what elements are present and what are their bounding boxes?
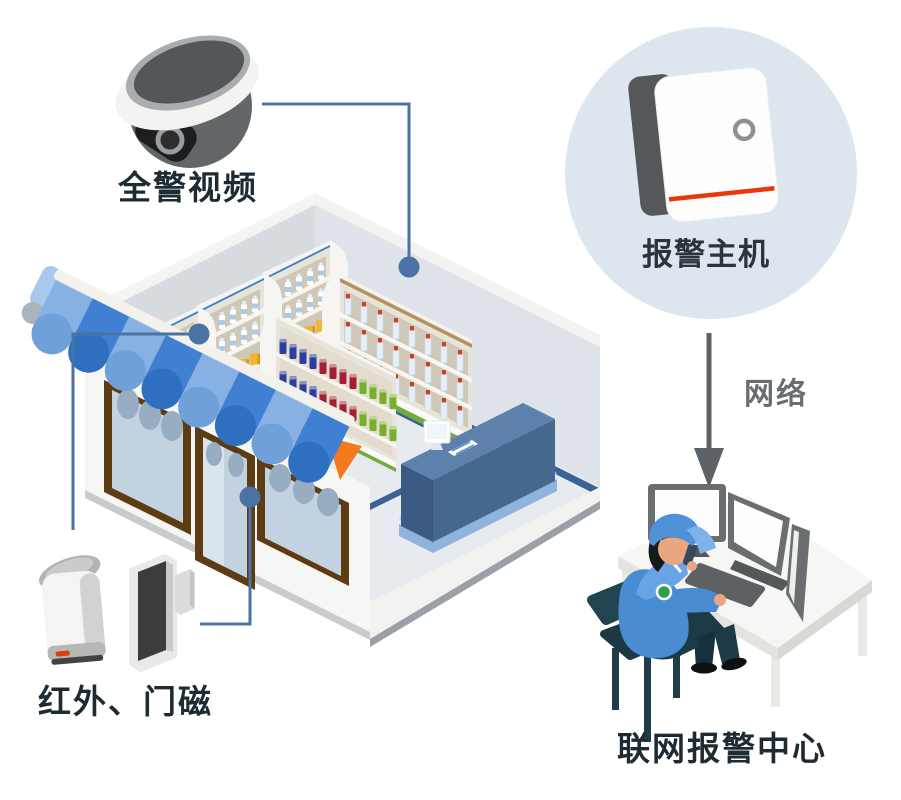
door-magnet-icon	[129, 554, 195, 672]
alarm-host-panel	[565, 27, 857, 319]
bottle-shelf	[322, 274, 472, 449]
label-monitoring-center: 联网报警中心	[617, 730, 827, 767]
storefront	[85, 345, 370, 640]
connector-door-magnet	[200, 497, 252, 626]
connector-pir	[71, 332, 199, 530]
keyboard-icon	[685, 563, 765, 607]
phone-icon	[682, 543, 697, 566]
label-alarm-host: 报警主机	[642, 237, 770, 272]
alarm-host-icon	[628, 67, 779, 223]
counter-keyboard	[448, 440, 478, 456]
monitor-icon	[728, 492, 790, 576]
host-button	[732, 118, 756, 142]
store-awning	[21, 266, 355, 483]
pir-sensor-icon	[39, 555, 106, 665]
sleeve-badge	[655, 583, 673, 601]
connector-lines	[71, 102, 411, 626]
cap-icon	[649, 513, 701, 546]
monitoring-center-illustration	[587, 484, 872, 742]
label-sensors: 红外、门磁	[38, 683, 213, 720]
label-network: 网络	[744, 378, 808, 411]
store-illustration	[21, 193, 600, 647]
connector-dots	[188, 256, 420, 508]
dome-camera-icon	[115, 35, 259, 168]
checkout-counter	[399, 403, 557, 553]
host-red-stripe	[668, 186, 775, 202]
network-arrow-icon	[694, 333, 724, 488]
connector-camera	[262, 102, 411, 267]
monitor-icon	[786, 524, 810, 622]
label-camera: 全警视频	[118, 169, 258, 206]
operator-person	[618, 513, 747, 674]
